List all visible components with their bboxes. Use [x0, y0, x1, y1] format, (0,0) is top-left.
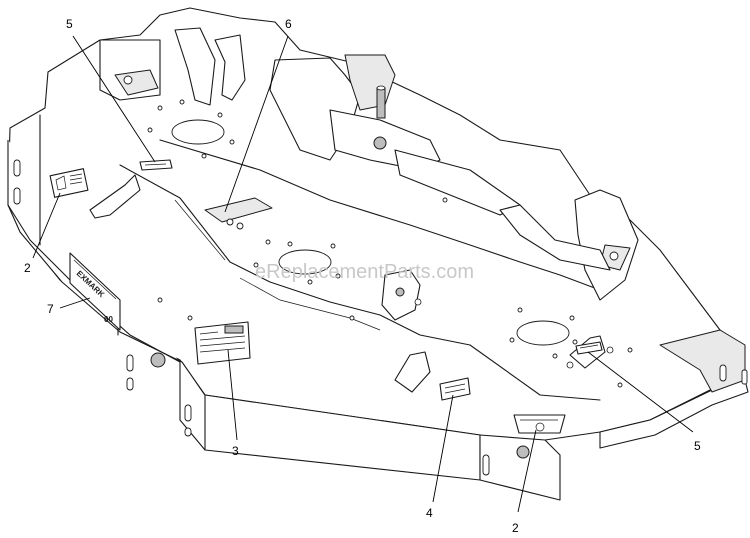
decal-4-front — [439, 377, 471, 401]
callout-5-left: 5 — [66, 17, 156, 163]
decal-2-left — [49, 168, 89, 198]
adjust-pivot — [395, 287, 405, 297]
callout-6: 6 — [224, 17, 292, 213]
blade-opening-left — [171, 119, 225, 145]
svg-text:4: 4 — [426, 506, 433, 520]
mount-plate-hole — [226, 218, 234, 226]
callout-4: 4 — [426, 394, 454, 520]
spindle-cap — [150, 352, 166, 368]
callout-3: 3 — [227, 349, 239, 458]
deck-baffle-front — [119, 164, 601, 401]
adjust-pin — [414, 298, 422, 306]
svg-text:3: 3 — [232, 444, 239, 458]
deck-right-end — [479, 434, 561, 501]
bracket-bolt — [606, 346, 614, 354]
deck-right-wing — [599, 379, 749, 449]
deck-bracket-front — [394, 351, 431, 393]
callout-2-left: 2 — [24, 192, 61, 275]
idler-post — [376, 87, 386, 119]
svg-text:5: 5 — [694, 439, 701, 453]
skirt-slot — [719, 364, 727, 382]
blade-opening-right — [516, 320, 570, 346]
svg-text:6: 6 — [285, 17, 292, 31]
deck-bolt-holes — [147, 99, 633, 388]
skirt-slot — [126, 377, 134, 391]
skirt-slot — [184, 427, 192, 437]
blade-opening-center — [278, 249, 332, 275]
watermark: eReplacementParts.com — [255, 261, 474, 283]
bracket-hole — [123, 75, 133, 85]
spindle-cap — [516, 445, 530, 459]
rear-bracket-arm — [214, 34, 246, 101]
rear-bracket-center — [174, 27, 216, 106]
skirt-slot — [13, 159, 21, 177]
mount-plate-hole — [236, 222, 244, 230]
right-skid-rail — [499, 204, 611, 271]
svg-text:2: 2 — [24, 261, 31, 275]
brand-plate-size: 60 — [104, 315, 113, 324]
belt-cover-rail — [394, 149, 521, 216]
bracket-bolt — [566, 361, 574, 369]
skirt-slot — [126, 354, 134, 372]
decal-5-right — [575, 341, 603, 355]
deck-baffle-inner — [239, 277, 381, 331]
callouts: 5 6 2 7 3 4 2 5 — [24, 17, 701, 535]
decal-2-right — [513, 414, 566, 434]
mount-plate-center — [204, 197, 273, 223]
skirt-slot — [482, 454, 490, 476]
deck-bracket-left — [89, 174, 141, 219]
skirt-slot — [13, 187, 21, 205]
skirt-slot — [741, 369, 748, 385]
callout-2-right: 2 — [512, 429, 537, 535]
callout-7: 7 — [47, 297, 91, 316]
svg-text:5: 5 — [66, 17, 73, 31]
deck-baffle-rear — [159, 139, 601, 291]
mower-deck — [7, 7, 749, 501]
callout-5-right: 5 — [587, 351, 701, 453]
decal-5-rear — [139, 159, 173, 171]
svg-text:2: 2 — [512, 521, 519, 535]
idler-post-cap — [376, 85, 386, 91]
bracket-hole — [609, 251, 619, 261]
deck-baffle-inner-2 — [174, 199, 226, 261]
decal-3-front — [194, 321, 251, 365]
idler-pulley-bolt — [373, 136, 387, 150]
skirt-slot — [184, 404, 192, 422]
svg-text:7: 7 — [47, 302, 54, 316]
deck-skirt-lower-edge — [7, 204, 206, 451]
